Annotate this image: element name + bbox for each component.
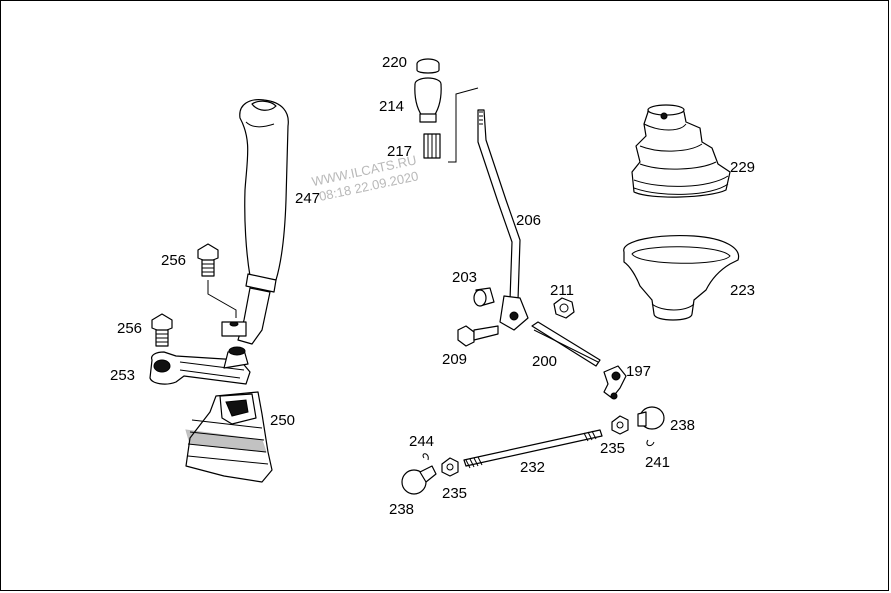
label-250: 250 bbox=[270, 412, 295, 429]
shaft-200 bbox=[531, 321, 601, 367]
label-211: 211 bbox=[550, 282, 574, 299]
label-214: 214 bbox=[379, 98, 404, 115]
lever-197 bbox=[603, 365, 627, 400]
label-247: 247 bbox=[295, 190, 320, 207]
label-253: 253 bbox=[110, 367, 135, 384]
nut-235-right bbox=[611, 415, 629, 435]
selector-rod-206 bbox=[477, 109, 529, 331]
clip-244 bbox=[422, 453, 429, 461]
knob-214 bbox=[414, 77, 442, 123]
gaiter-223 bbox=[623, 235, 740, 321]
label-235-left: 235 bbox=[442, 485, 467, 502]
label-203: 203 bbox=[452, 269, 477, 286]
leader-256-upper bbox=[207, 280, 237, 318]
cap-220 bbox=[416, 58, 440, 74]
label-238-left: 238 bbox=[389, 501, 414, 518]
insert-217 bbox=[423, 133, 441, 159]
shift-lever-247 bbox=[221, 99, 289, 345]
label-206: 206 bbox=[516, 212, 541, 229]
label-238-right: 238 bbox=[670, 417, 695, 434]
label-241: 241 bbox=[645, 454, 670, 471]
nut-211 bbox=[553, 297, 575, 319]
connecting-rod-232 bbox=[463, 429, 603, 469]
ball-socket-238-left bbox=[401, 465, 437, 495]
bushing-203 bbox=[473, 287, 495, 307]
boot-229 bbox=[631, 104, 731, 198]
label-220: 220 bbox=[382, 54, 407, 71]
label-223: 223 bbox=[730, 282, 755, 299]
label-256-upper: 256 bbox=[161, 252, 186, 269]
watermark: WWW.ILCATS.RU 08:18 22.09.2020 bbox=[310, 152, 419, 204]
label-232: 232 bbox=[520, 459, 545, 476]
leader-knob bbox=[448, 87, 479, 163]
bolt-256-upper bbox=[197, 243, 219, 277]
label-244: 244 bbox=[409, 433, 434, 450]
label-197: 197 bbox=[626, 363, 651, 380]
bolt-256-lower bbox=[151, 313, 173, 347]
part-labels: 220 214 217 247 206 229 256 256 253 203 … bbox=[110, 54, 755, 518]
label-217: 217 bbox=[387, 143, 412, 160]
label-229: 229 bbox=[730, 159, 755, 176]
label-256-lower: 256 bbox=[117, 320, 142, 337]
boot-250 bbox=[185, 391, 273, 483]
lever-bracket-253 bbox=[149, 346, 251, 385]
ball-socket-238-right bbox=[637, 406, 665, 430]
label-200: 200 bbox=[532, 353, 557, 370]
label-235-right: 235 bbox=[600, 440, 625, 457]
bolt-209 bbox=[457, 325, 499, 347]
label-209: 209 bbox=[442, 351, 467, 368]
nut-235-left bbox=[441, 457, 459, 477]
clip-241 bbox=[646, 439, 655, 447]
